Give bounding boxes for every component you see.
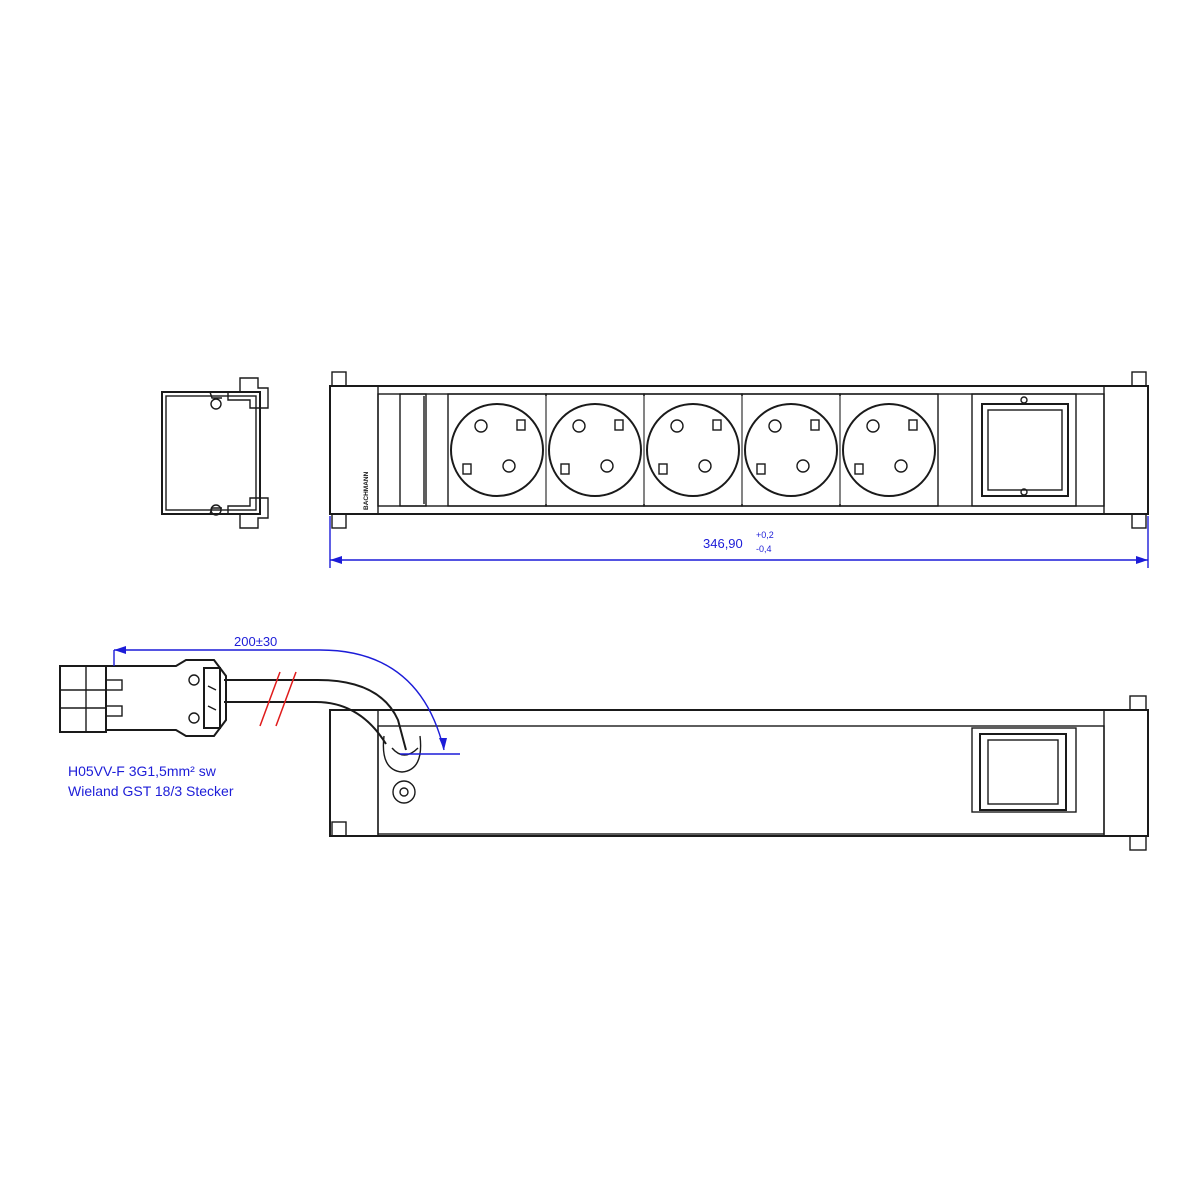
socket-face xyxy=(842,403,936,497)
cable-note: H05VV-F 3G1,5mm² sw Wieland GST 18/3 Ste… xyxy=(68,763,234,799)
front-view: BACHMANN xyxy=(329,371,1149,529)
socket-pin-hole xyxy=(866,419,880,433)
earth-clip xyxy=(908,419,918,431)
socket-outlet xyxy=(545,393,645,507)
socket-pin-hole xyxy=(670,419,684,433)
earth-clip xyxy=(756,463,766,475)
socket-frame xyxy=(839,393,939,507)
socket-row xyxy=(447,393,939,507)
socket-frame xyxy=(741,393,841,507)
length-dimension: 346,90 +0,2 -0,4 xyxy=(329,516,1149,568)
earth-clip xyxy=(516,419,526,431)
length-tolerance-lower: -0,4 xyxy=(756,544,772,554)
data-module xyxy=(971,393,1077,507)
side-view xyxy=(161,377,269,529)
socket-face xyxy=(646,403,740,497)
socket-pin-hole xyxy=(502,459,516,473)
socket-outlet xyxy=(741,393,841,507)
socket-frame xyxy=(545,393,645,507)
socket-outlet xyxy=(643,393,743,507)
socket-frame xyxy=(447,393,547,507)
socket-pin-hole xyxy=(768,419,782,433)
cable-note-line1: H05VV-F 3G1,5mm² sw xyxy=(68,763,217,779)
socket-face xyxy=(744,403,838,497)
length-tolerance-upper: +0,2 xyxy=(756,530,774,540)
cable-note-line2: Wieland GST 18/3 Stecker xyxy=(68,783,234,799)
socket-pin-hole xyxy=(572,419,586,433)
socket-outlet xyxy=(447,393,547,507)
length-value: 346,90 xyxy=(703,536,743,551)
socket-pin-hole xyxy=(796,459,810,473)
earth-clip xyxy=(462,463,472,475)
brand-label: BACHMANN xyxy=(363,471,370,510)
earth-clip xyxy=(854,463,864,475)
socket-frame xyxy=(643,393,743,507)
socket-pin-hole xyxy=(698,459,712,473)
socket-pin-hole xyxy=(600,459,614,473)
cable-break-mark xyxy=(259,671,297,727)
earth-clip xyxy=(712,419,722,431)
cable xyxy=(224,679,419,756)
back-view xyxy=(329,695,1149,851)
earth-clip xyxy=(614,419,624,431)
cable-length-value: 200±30 xyxy=(234,634,277,649)
socket-outlet xyxy=(839,393,939,507)
earth-clip xyxy=(658,463,668,475)
connector-plug xyxy=(59,659,227,737)
socket-face xyxy=(548,403,642,497)
earth-clip xyxy=(560,463,570,475)
socket-pin-hole xyxy=(474,419,488,433)
socket-pin-hole xyxy=(894,459,908,473)
socket-face xyxy=(450,403,544,497)
earth-clip xyxy=(810,419,820,431)
cable-length-dimension: 200±30 xyxy=(113,634,460,755)
